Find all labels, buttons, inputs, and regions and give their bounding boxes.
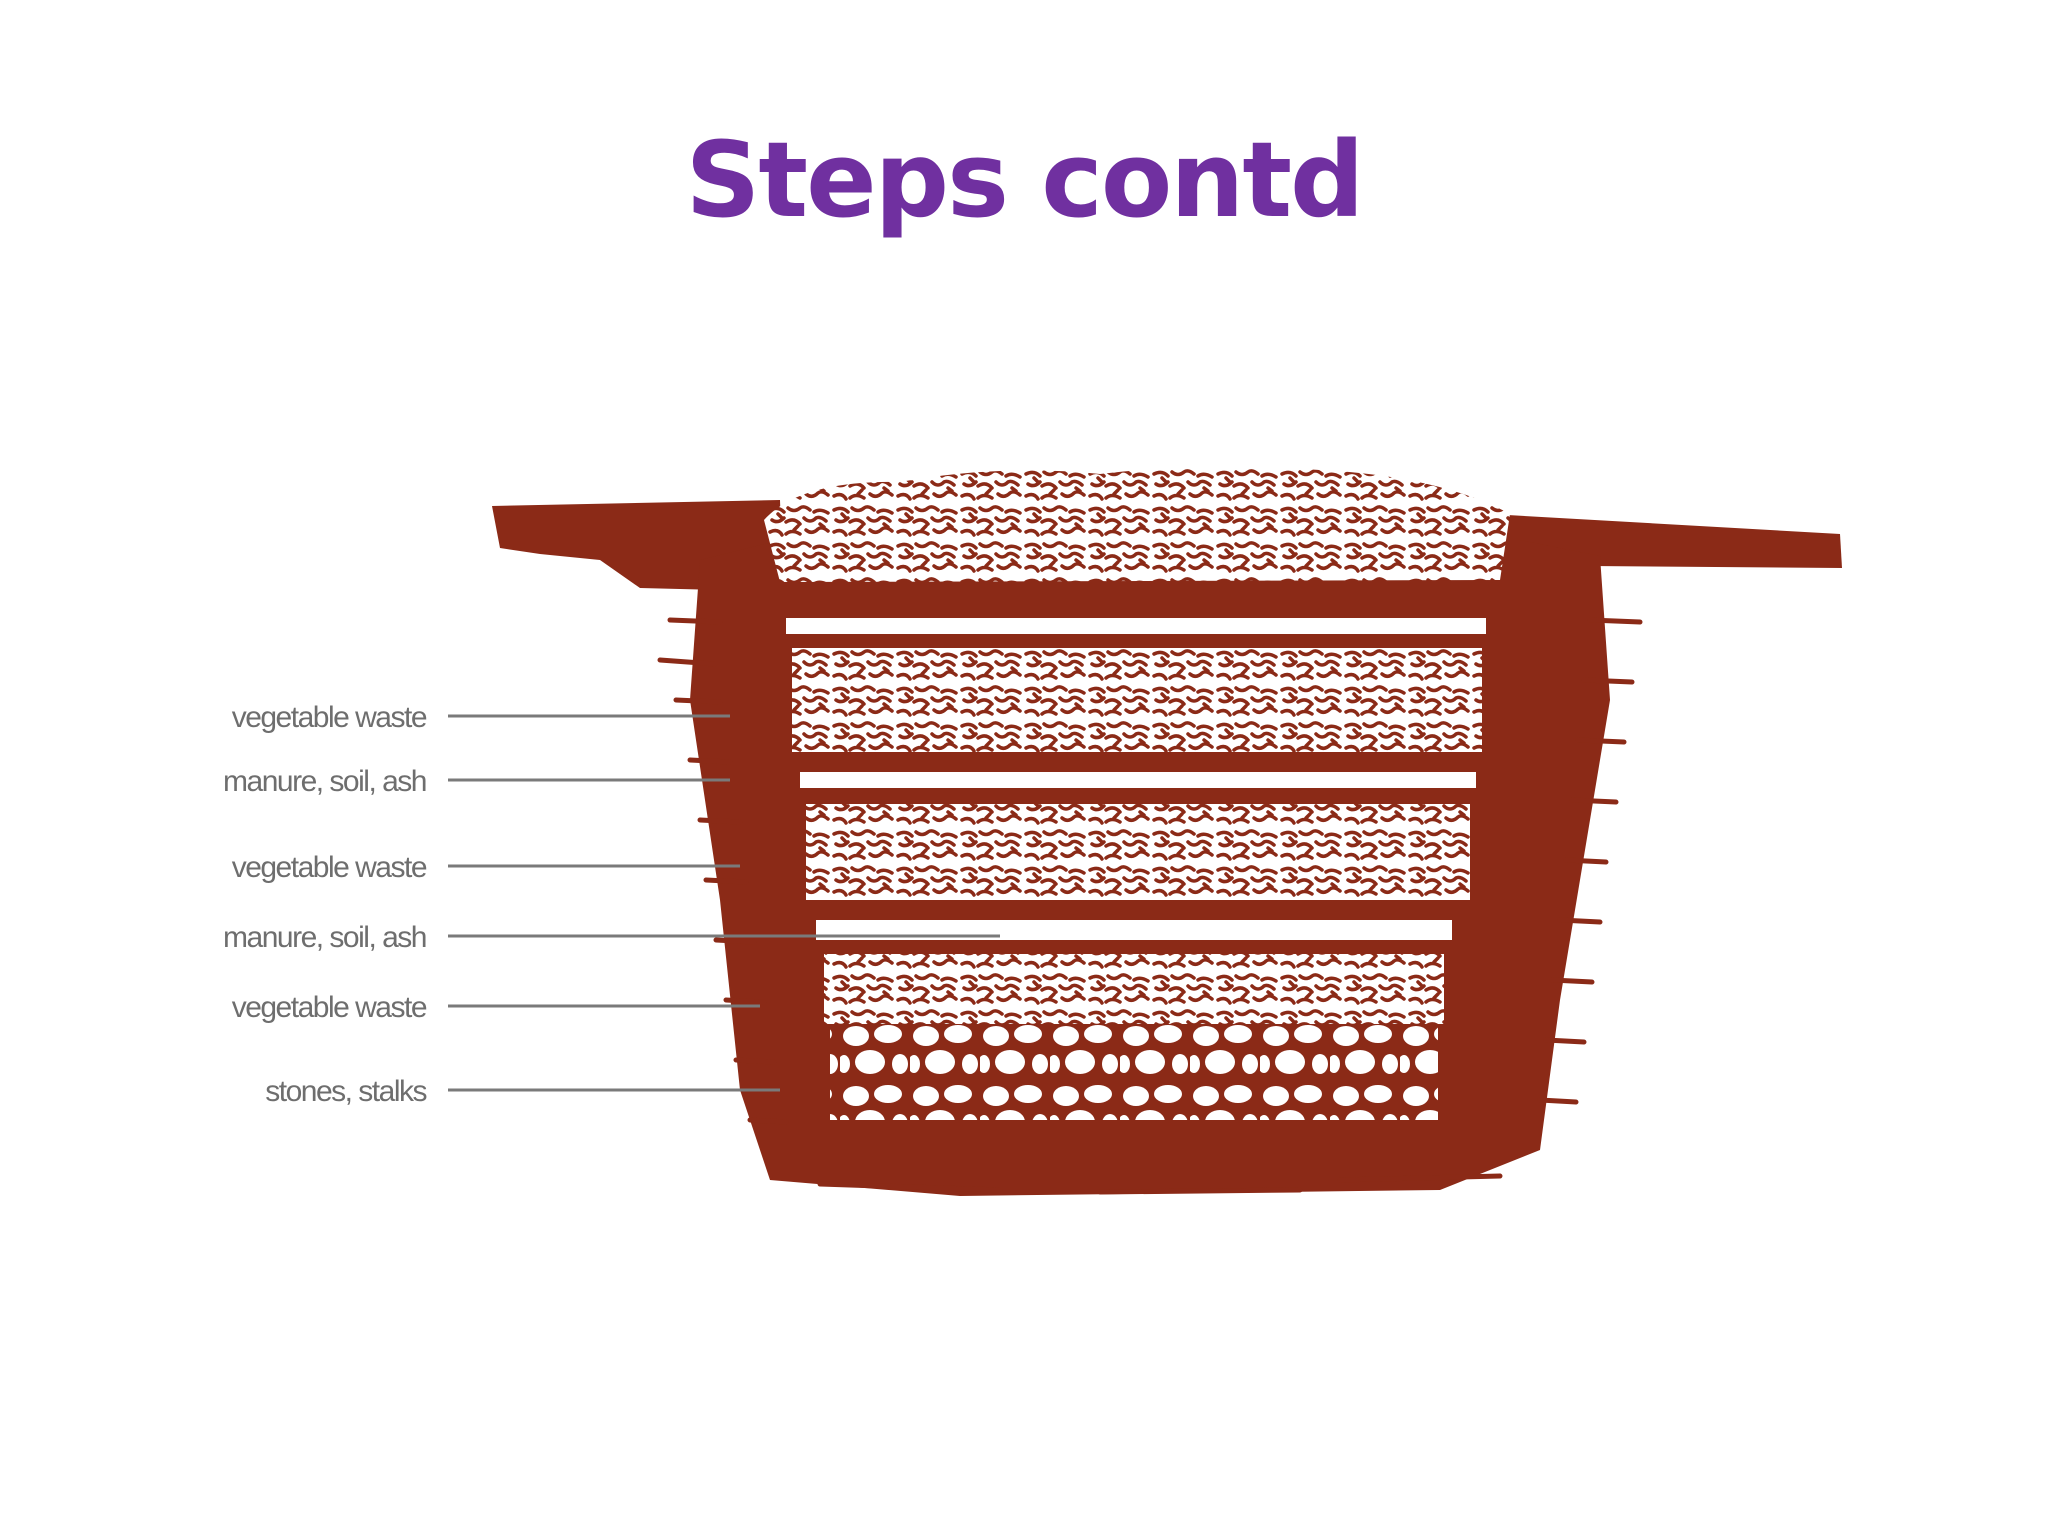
- label-manure-soil-ash-1: manure, soil, ash: [223, 765, 426, 798]
- layer-manure-soil-ash-lower: [800, 772, 1476, 788]
- layer-stones-stalks: [830, 1024, 1438, 1120]
- layer-vegetable-waste-middle: [792, 648, 1482, 752]
- slide-title: Steps contd: [685, 119, 1364, 241]
- layer-vegetable-waste-bottom: [806, 804, 1470, 900]
- label-vegetable-waste-2: vegetable waste: [232, 851, 427, 884]
- label-vegetable-waste-3: vegetable waste: [232, 991, 427, 1024]
- label-stones-stalks: stones, stalks: [265, 1075, 426, 1108]
- label-manure-soil-ash-2: manure, soil, ash: [223, 921, 426, 954]
- layer-labels: vegetable waste manure, soil, ash vegeta…: [223, 701, 428, 1108]
- layer-vegetable-waste-top: [764, 466, 1510, 582]
- layer-vegetable-waste-base: [824, 954, 1444, 1024]
- leader-lines: [448, 714, 1000, 1092]
- layer-manure-soil-ash-upper: [786, 618, 1486, 634]
- label-vegetable-waste-1: vegetable waste: [232, 701, 427, 734]
- soil-hatching: [657, 617, 1643, 1195]
